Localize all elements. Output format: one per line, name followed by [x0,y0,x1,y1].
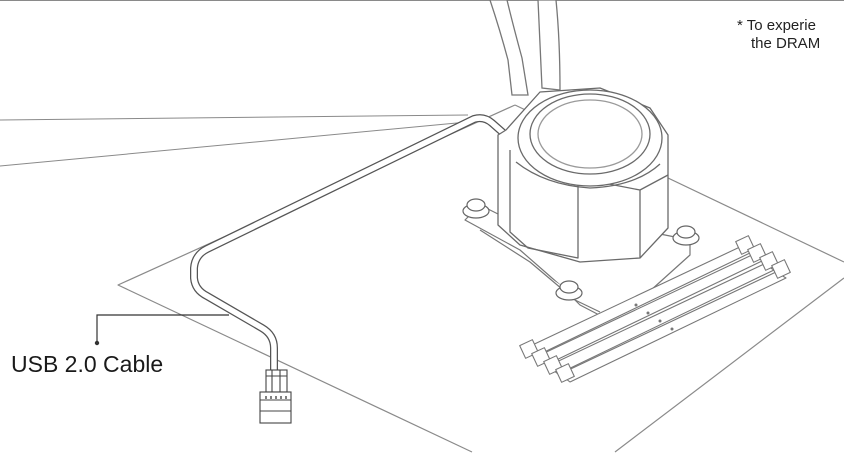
usb-cable-label: USB 2.0 Cable [11,351,164,377]
dram-note: * To experie the DRAM [737,17,844,53]
leader-lines [0,114,479,167]
dram-slots-icon [519,235,791,383]
aio-cooler-pump-icon [497,87,669,263]
mounting-screws [462,198,700,301]
note-line-2: the DRAM [751,35,821,52]
usb-cable [190,114,513,376]
aio-tubes [489,0,561,96]
note-line-1: * To experie [737,17,816,34]
usb-callout-leader [96,314,229,343]
usb-header-connector-icon [259,369,292,424]
usb-callout-dot [94,340,100,346]
